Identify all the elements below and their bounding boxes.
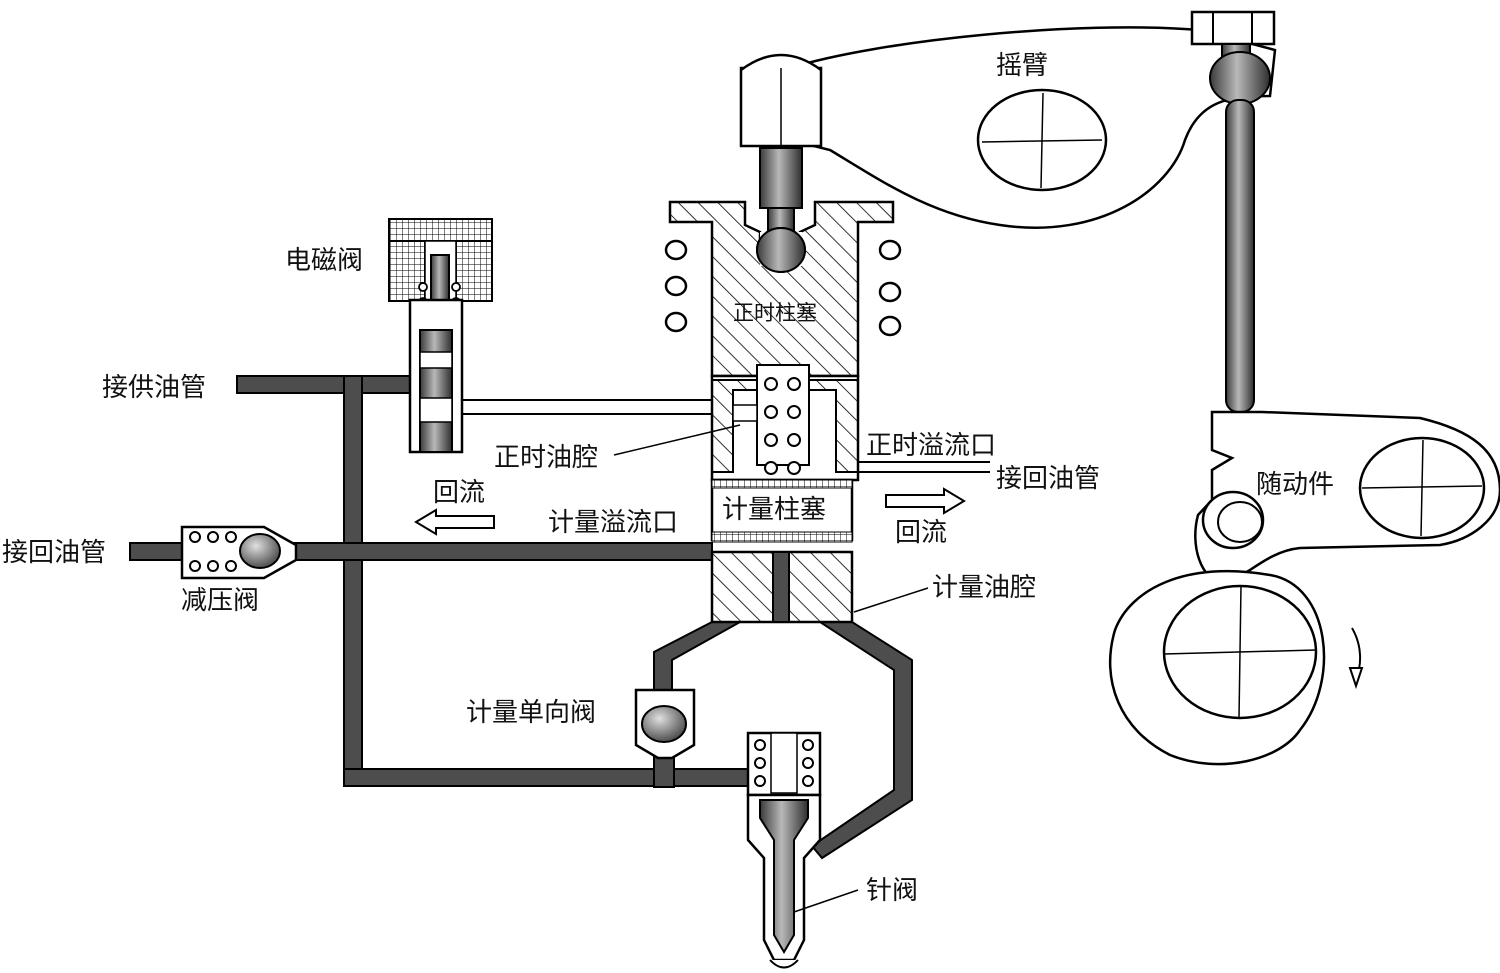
return-arrow-left-icon [414,508,495,536]
pressure-reducing-valve [180,525,298,580]
label-return-flow-right: 回流 [895,518,947,548]
label-timing-plunger: 正时柱塞 [733,301,817,325]
label-pressure-reducing-valve: 减压阀 [181,586,259,616]
timing-plunger [668,200,895,378]
label-timing-chamber: 正时油腔 [494,443,598,473]
label-metering-spill-port: 计量溢流口 [548,508,678,538]
label-rocker-arm: 摇臂 [996,51,1048,81]
needle-valve [746,731,822,969]
metering-plunger [710,478,854,543]
label-solenoid-valve: 电磁阀 [285,246,363,276]
label-return-pipe-right: 接回油管 [996,464,1100,494]
solenoid-valve [388,218,493,454]
cam [1108,569,1364,766]
label-timing-spill-port: 正时溢流口 [866,431,996,461]
label-metering-plunger: 计量柱塞 [722,495,826,525]
label-return-pipe-left: 接回油管 [2,538,106,568]
label-metering-check-valve: 计量单向阀 [466,698,596,728]
metering-check-valve [634,688,696,760]
label-metering-chamber: 计量油腔 [932,573,1036,603]
return-arrow-right-icon [885,487,966,515]
label-supply-pipe: 接供油管 [102,373,206,403]
follower [1194,410,1500,587]
leader-lines [613,424,929,913]
timing-passage [462,399,990,473]
timing-chamber [710,364,860,482]
label-needle-valve: 针阀 [866,876,918,906]
return-spring [664,239,902,337]
label-follower: 随动件 [1256,470,1334,500]
rocker-arm [739,10,1277,413]
label-return-flow-left: 回流 [433,478,485,508]
metering-chamber [710,550,854,624]
